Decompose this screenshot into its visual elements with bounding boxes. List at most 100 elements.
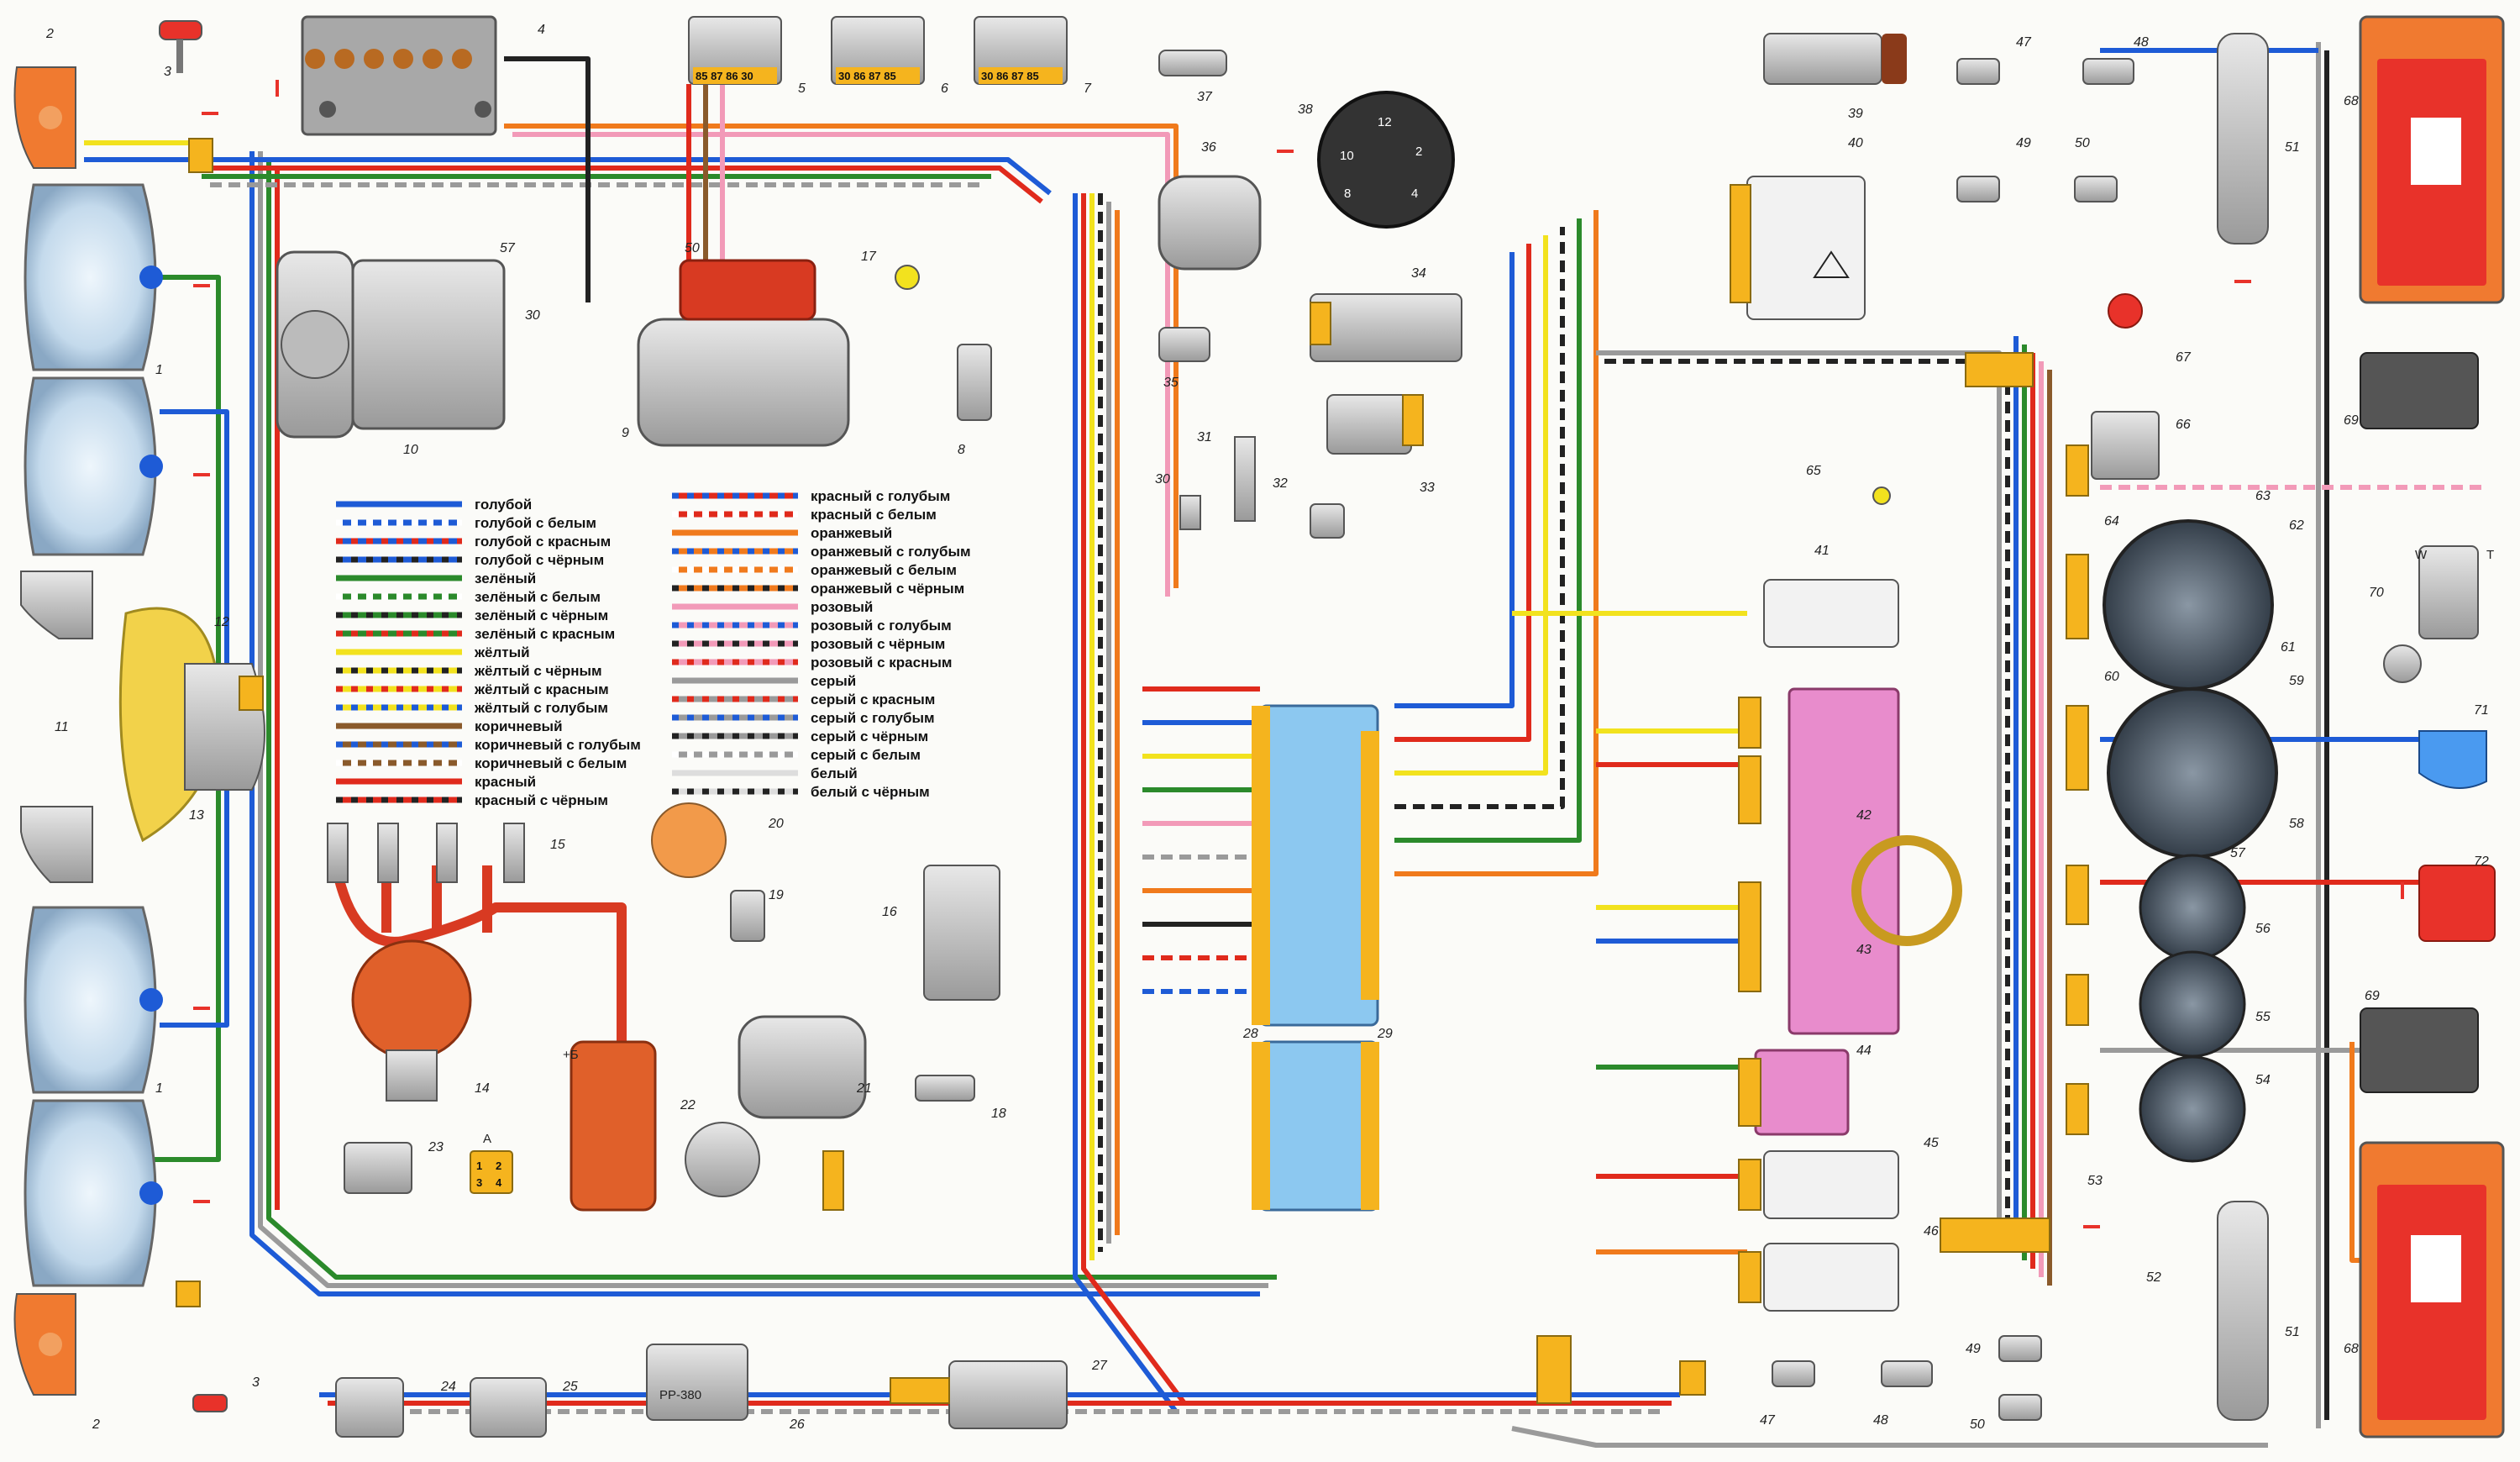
svg-text:68: 68 xyxy=(2344,94,2359,108)
legend-entry: серый xyxy=(672,673,856,689)
turn-signal-front-left-bottom: 2 xyxy=(13,1293,100,1432)
legend-entry: оранжевый с чёрным xyxy=(672,581,964,597)
lamp-icon xyxy=(1763,579,1899,648)
alternator: 57 30 10 xyxy=(276,241,540,457)
svg-text:34: 34 xyxy=(1411,266,1426,281)
svg-text:8: 8 xyxy=(958,443,965,457)
svg-text:58: 58 xyxy=(2289,817,2304,831)
svg-text:30: 30 xyxy=(525,308,540,323)
switch-39: 39 xyxy=(1763,33,1907,121)
svg-text:59: 59 xyxy=(2289,674,2304,688)
headlight-left-upper-outer xyxy=(24,183,163,371)
legend-label: розовый с чёрным xyxy=(811,636,945,652)
legend-entry: жёлтый с красным xyxy=(336,681,609,697)
svg-text:69: 69 xyxy=(2344,413,2359,428)
legend-entry: красный с голубым xyxy=(672,488,950,504)
heater-motor: 36 xyxy=(1158,140,1262,271)
relay-6: 30 86 87 85 6 xyxy=(831,16,948,96)
horn-icon xyxy=(20,571,93,639)
fan-icon xyxy=(1310,293,1462,362)
svg-text:11: 11 xyxy=(55,720,69,734)
steering-wheel-icon xyxy=(1851,835,1962,946)
heater-motor-icon xyxy=(1158,175,1262,271)
legend-label: серый xyxy=(811,673,856,689)
legend-entry: коричневый xyxy=(336,718,563,734)
svg-text:65: 65 xyxy=(1806,464,1821,478)
svg-text:48: 48 xyxy=(2134,35,2149,50)
svg-text:69: 69 xyxy=(2365,989,2380,1003)
legend-label: коричневый xyxy=(475,718,563,734)
legend-label: розовый с голубым xyxy=(811,618,952,634)
gauge-icon xyxy=(2139,950,2246,1058)
tachometer-icon xyxy=(2103,519,2274,691)
license-lamp-top: 69 xyxy=(2344,352,2479,429)
horn-button-bottom: 3 xyxy=(192,1375,260,1412)
lamp-71: 71 xyxy=(2418,703,2489,789)
svg-text:72: 72 xyxy=(2474,855,2489,869)
starter: 50 9 xyxy=(622,241,850,447)
legend-entry: серый с белым xyxy=(672,747,921,763)
legend-entry: красный с чёрным xyxy=(336,792,608,808)
svg-text:1: 1 xyxy=(155,1081,163,1096)
spark-plug-icon xyxy=(436,823,458,883)
svg-text:50: 50 xyxy=(1970,1417,1985,1432)
lamp-icon xyxy=(2074,176,2118,202)
speedometer-icon xyxy=(2107,687,2278,859)
svg-text:+Б: +Б xyxy=(563,1048,579,1062)
svg-text:T: T xyxy=(2486,548,2494,562)
svg-text:1: 1 xyxy=(476,1160,482,1172)
svg-text:4: 4 xyxy=(538,23,545,37)
lamp-icon xyxy=(2360,352,2479,429)
headlight-icon xyxy=(24,376,157,556)
svg-text:45: 45 xyxy=(1924,1136,1939,1150)
gauge-icon xyxy=(2139,854,2246,961)
svg-text:2: 2 xyxy=(496,1160,501,1172)
svg-text:53: 53 xyxy=(2087,1174,2103,1188)
svg-text:46: 46 xyxy=(1924,1224,1939,1238)
legend-entry: зелёный xyxy=(336,571,536,586)
legend-entry: жёлтый с чёрным xyxy=(336,663,602,679)
svg-text:60: 60 xyxy=(2104,670,2119,684)
svg-text:56: 56 xyxy=(2255,922,2271,936)
fuse-box-main: 28 29 xyxy=(1242,704,1393,1041)
legend-label: красный с белым xyxy=(811,507,937,523)
wiper-motor: 21 xyxy=(685,1015,872,1197)
svg-text:3: 3 xyxy=(476,1176,482,1189)
ignition-coil-icon xyxy=(570,1040,657,1212)
legend-label: голубой с белым xyxy=(475,515,596,531)
svg-text:41: 41 xyxy=(1814,544,1830,558)
legend-label: голубой с чёрным xyxy=(475,552,604,568)
relay-7: 30 86 87 85 7 xyxy=(974,16,1092,96)
svg-text:30: 30 xyxy=(1155,472,1170,486)
hazard-switch-icon xyxy=(1746,176,1866,320)
svg-text:27: 27 xyxy=(1091,1359,1108,1373)
tail-light-bottom: 68 xyxy=(2344,1141,2505,1438)
sensor-8: 8 xyxy=(957,344,992,457)
legend-label: зелёный с чёрным xyxy=(475,607,608,623)
lamp-icon xyxy=(2360,1007,2479,1093)
turn-signal-front-left-top: 2 xyxy=(13,27,76,169)
sensor-19: 19 xyxy=(730,888,784,942)
headlight-left-lower-outer xyxy=(24,906,163,1094)
svg-text:13: 13 xyxy=(189,808,204,823)
clock-icon xyxy=(1317,91,1455,229)
legend-entry: голубой с красным xyxy=(336,534,611,550)
legend-label: жёлтый с голубым xyxy=(474,700,608,716)
instrument-cluster: 64 63 62 61 60 59 58 57 56 55 54 53 52 xyxy=(2087,489,2304,1285)
svg-text:32: 32 xyxy=(1273,476,1288,491)
svg-text:29: 29 xyxy=(1377,1027,1393,1041)
legend-label: коричневый с белым xyxy=(475,755,627,771)
license-lamp-bottom: 69 xyxy=(2360,989,2479,1093)
legend-entry: серый с голубым xyxy=(672,710,935,726)
relay-icon xyxy=(2091,411,2160,480)
lamp-20: 20 xyxy=(651,802,784,878)
legend-label: коричневый с голубым xyxy=(475,737,641,753)
legend-label: красный с чёрным xyxy=(475,792,608,808)
legend-label: жёлтый xyxy=(474,644,530,660)
svg-text:8: 8 xyxy=(1344,187,1351,201)
wiper-motor-icon xyxy=(738,1015,867,1119)
svg-text:25: 25 xyxy=(562,1380,578,1394)
headlight-left-upper-inner: 1 xyxy=(24,363,163,556)
lamp-icon xyxy=(1872,486,1891,505)
